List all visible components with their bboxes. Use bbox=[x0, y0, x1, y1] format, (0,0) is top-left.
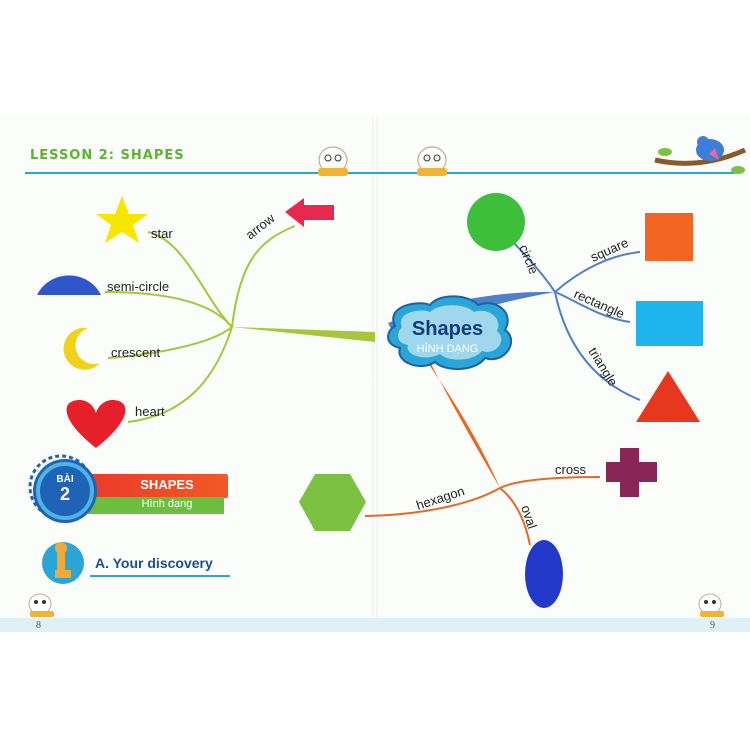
discovery-underline bbox=[90, 575, 230, 577]
page-number-left: 8 bbox=[36, 620, 41, 631]
hexagon-shape bbox=[299, 474, 366, 531]
lesson-title: LESSON 2: SHAPES bbox=[30, 148, 185, 163]
bunny-mascot-icon bbox=[417, 146, 447, 176]
page-number-right: 9 bbox=[710, 620, 715, 631]
center-subtitle: HÌNH DẠNG bbox=[416, 343, 479, 355]
semi-circle-shape bbox=[37, 275, 101, 295]
heart-shape bbox=[66, 400, 126, 448]
square-shape bbox=[645, 213, 693, 261]
lesson-badge: BÀI 2 bbox=[36, 462, 94, 520]
bunny-footer-icon bbox=[698, 593, 724, 617]
lesson-ribbon bbox=[78, 474, 228, 498]
semi-circle-label: semi-circle bbox=[107, 279, 169, 294]
giraffe-icon bbox=[42, 542, 84, 584]
lesson-ribbon-sub bbox=[88, 497, 224, 514]
center-cloud bbox=[387, 295, 512, 370]
left-branches bbox=[104, 225, 296, 423]
crescent-label: crescent bbox=[111, 345, 161, 360]
bunny-footer-icon bbox=[28, 593, 54, 617]
bird-on-branch-icon bbox=[654, 136, 747, 174]
book-gutter bbox=[372, 116, 378, 631]
cross-shape bbox=[606, 448, 657, 497]
heart-label: heart bbox=[135, 404, 165, 419]
star-label: star bbox=[151, 226, 173, 241]
right-bottom-branches bbox=[364, 476, 601, 546]
discovery-title: A. Your discovery bbox=[95, 555, 213, 571]
circle-label: circle bbox=[516, 243, 541, 277]
crescent-shape bbox=[63, 327, 100, 370]
bunny-mascot-icon bbox=[318, 146, 348, 176]
circle-shape bbox=[467, 193, 525, 251]
lesson-ribbon-title: SHAPES bbox=[140, 477, 194, 492]
rectangle-shape bbox=[636, 301, 703, 346]
right-top-branches bbox=[512, 241, 641, 401]
right-page bbox=[375, 116, 750, 631]
lesson-ribbon-subtitle: Hình dạng bbox=[141, 498, 193, 510]
square-label: square bbox=[588, 235, 630, 265]
center-title: Shapes bbox=[411, 318, 484, 340]
lesson-badge-number: 2 bbox=[59, 484, 70, 504]
cross-label: cross bbox=[555, 462, 587, 477]
oval-label: oval bbox=[518, 503, 540, 530]
bottom-band bbox=[0, 618, 750, 632]
header-rule bbox=[25, 172, 735, 174]
triangle-shape bbox=[636, 371, 700, 422]
center-label: Shapes HÌNH DẠNG bbox=[380, 318, 515, 355]
oval-shape bbox=[525, 540, 563, 608]
arrow-shape bbox=[285, 198, 334, 227]
star-shape bbox=[96, 196, 148, 243]
lesson-badge-word: BÀI bbox=[56, 474, 74, 485]
left-main-branch bbox=[232, 327, 375, 342]
